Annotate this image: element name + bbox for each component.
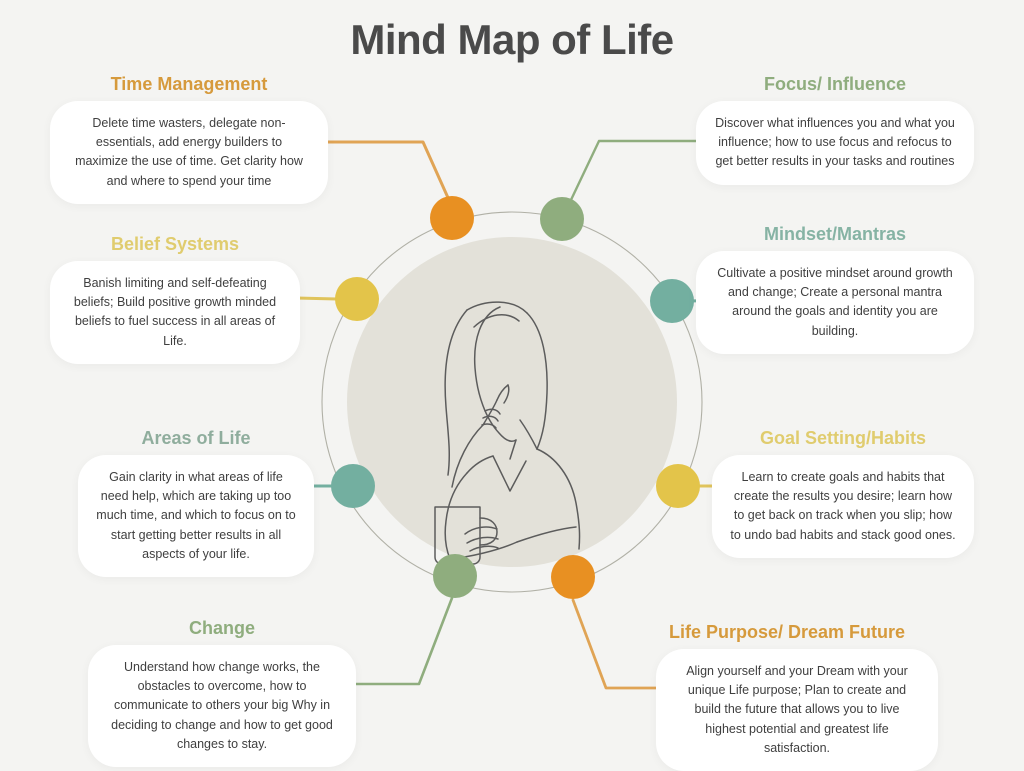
branch-title-change: Change [188,618,255,638]
branch-belief-systems: Belief Systems Banish limiting and self-… [50,234,300,365]
goal-setting-habits-node[interactable] [656,464,700,508]
branch-time-management: Time Management Delete time wasters, del… [50,74,328,205]
branch-life-purpose-dream-future: Life Purpose/ Dream Future Align yoursel… [636,622,938,771]
branch-card-time-management: Delete time wasters, delegate non-essent… [50,100,328,205]
center-hub-circle [347,237,677,567]
branch-title-goal-setting-habits: Goal Setting/Habits [759,428,927,448]
branch-title-time-management: Time Management [110,74,268,94]
branch-card-areas-of-life: Gain clarity in what areas of life need … [78,454,314,578]
branch-focus-influence: Focus/ Influence Discover what influence… [696,74,974,185]
branch-card-mindset-mantras: Cultivate a positive mindset around grow… [696,250,974,355]
center-illustration-woman-thinking [434,301,581,565]
branch-title-mindset-mantras: Mindset/Mantras [763,224,907,244]
page-title: Mind Map of Life [350,16,674,63]
wire-change [353,596,454,686]
branch-title-life-purpose-dream-future: Life Purpose/ Dream Future [668,622,906,642]
areas-of-life-node[interactable] [331,464,375,508]
change-node[interactable] [433,554,477,598]
life-purpose-node[interactable] [551,555,595,599]
wire-belief-systems [294,296,339,301]
wire-focus-influence [568,139,702,204]
branch-areas-of-life: Areas of Life Gain clarity in what areas… [78,428,314,578]
branch-change: Change Understand how change works, the … [88,618,356,768]
branch-title-focus-influence: Focus/ Influence [763,74,907,94]
branch-title-areas-of-life: Areas of Life [141,428,251,448]
mindset-mantras-node[interactable] [650,279,694,323]
branch-card-belief-systems: Banish limiting and self-defeating belie… [50,260,300,365]
branch-card-life-purpose-dream-future: Align yourself and your Dream with your … [656,648,938,771]
belief-systems-node[interactable] [335,277,379,321]
branch-card-goal-setting-habits: Learn to create goals and habits that cr… [712,454,974,559]
branch-goal-setting-habits: Goal Setting/Habits Learn to create goal… [712,428,974,559]
branch-card-change: Understand how change works, the obstacl… [88,644,356,768]
focus-influence-node[interactable] [540,197,584,241]
time-management-node[interactable] [430,196,474,240]
branch-title-belief-systems: Belief Systems [110,234,240,254]
wire-time-management [323,140,451,202]
branch-card-focus-influence: Discover what influences you and what yo… [696,100,974,185]
branch-mindset-mantras: Mindset/Mantras Cultivate a positive min… [696,224,974,355]
